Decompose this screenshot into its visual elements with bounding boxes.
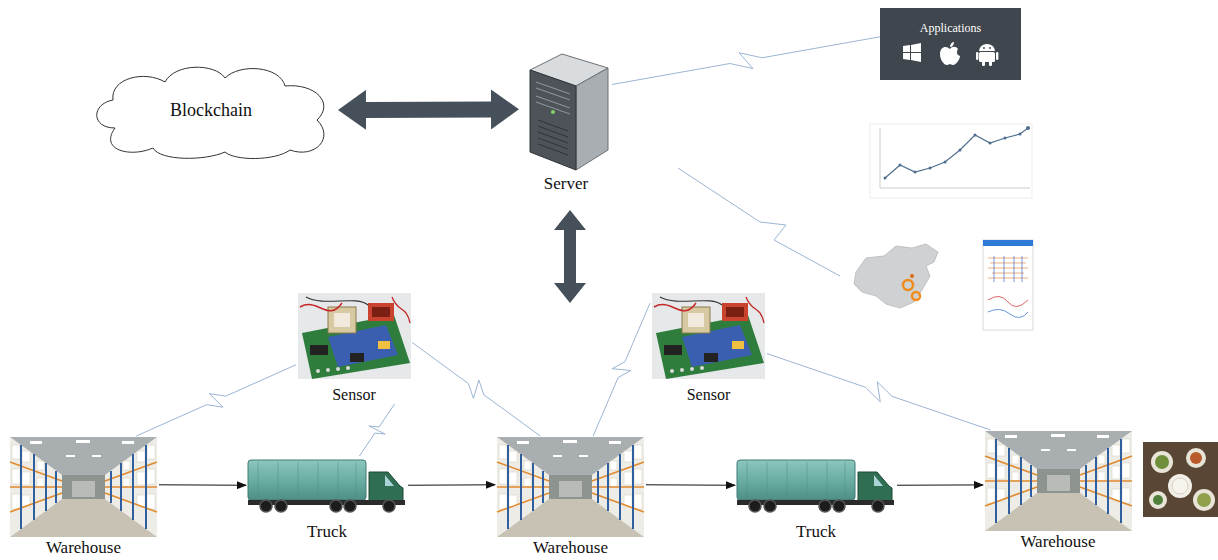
map-thumbnail [848, 240, 946, 316]
node-label: Blockchain [170, 100, 252, 121]
line-chart-thumbnail [870, 124, 1032, 198]
node-label: Applications [920, 22, 981, 36]
truck-node: Truck [246, 456, 408, 542]
windows-icon [903, 43, 921, 62]
double-arrow [365, 101, 492, 117]
wireless-link [412, 342, 540, 436]
wireless-link [593, 303, 650, 436]
wireless-link [678, 168, 840, 276]
wireless-link [612, 37, 880, 85]
wireless-link [359, 404, 394, 456]
node-label: Truck [796, 522, 836, 542]
sensor-board-photo [652, 293, 765, 379]
node-label: Sensor [332, 386, 376, 404]
node-label: Warehouse [533, 538, 608, 558]
warehouse-node: Warehouse [8, 436, 159, 558]
truck-node: Truck [735, 456, 897, 542]
node-label: Sensor [687, 386, 731, 404]
apple-icon [940, 42, 960, 65]
node-label: Server [544, 174, 588, 194]
node-label: Warehouse [46, 538, 121, 558]
warehouse-node: Warehouse [495, 436, 646, 558]
warehouse-photo [10, 437, 157, 537]
warehouse-node: Warehouse [983, 430, 1133, 552]
android-icon [976, 44, 998, 66]
wireless-link [136, 365, 296, 436]
phone-screen-thumbnail [983, 240, 1033, 330]
flow-arrow [897, 484, 983, 485]
flow-arrow [646, 484, 735, 485]
warehouse-photo [497, 437, 644, 537]
warehouse-photo [985, 431, 1132, 531]
sensor-node: Sensor [650, 292, 767, 404]
double-arrow [554, 210, 586, 303]
flow-arrow [408, 484, 495, 485]
food-photo [1143, 442, 1218, 517]
node-label: Warehouse [1020, 532, 1095, 552]
applications-panel: Applications [880, 8, 1021, 80]
blockchain-cloud: Blockchain [85, 58, 337, 162]
server-node: Server [520, 48, 612, 194]
server-illustration [530, 54, 608, 170]
wireless-link [767, 354, 991, 430]
node-label: Truck [307, 522, 347, 542]
sensor-board-photo [298, 293, 411, 379]
truck-picture [737, 460, 894, 512]
sensor-node: Sensor [296, 292, 412, 404]
flow-arrow [159, 484, 246, 485]
truck-picture [248, 460, 405, 512]
